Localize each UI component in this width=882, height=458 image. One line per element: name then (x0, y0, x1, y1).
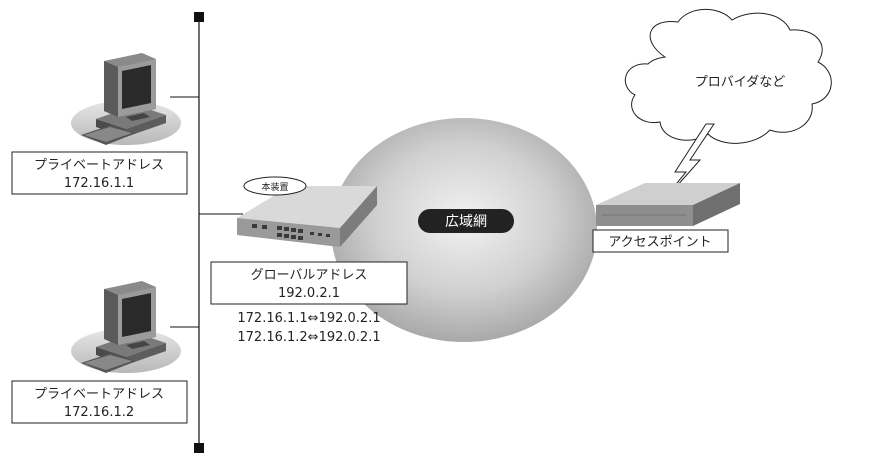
pc1-address: 172.16.1.1 (64, 176, 134, 191)
router-label-box (210, 261, 408, 305)
pc1-label-box (11, 151, 188, 195)
router-address: 192.0.2.1 (278, 286, 340, 301)
router-tag-bubble (243, 176, 307, 196)
router-label: グローバルアドレス (251, 268, 368, 283)
wan-label-pill (418, 209, 514, 233)
pc2-computer-icon (71, 281, 181, 373)
access-point-label: アクセスポイント (608, 235, 711, 250)
router-icon (237, 186, 377, 247)
lan-terminator-bottom (194, 443, 204, 453)
pc2-label: プライベートアドレス (34, 387, 164, 402)
pc1-label: プライベートアドレス (34, 158, 164, 173)
lan-terminator-top (194, 12, 204, 22)
pc2-label-box (11, 380, 188, 424)
nat-mapping-2: 172.16.1.2⇔192.0.2.1 (237, 330, 380, 345)
access-point-icon (596, 183, 740, 226)
pc2-address: 172.16.1.2 (64, 405, 134, 420)
wan-label: 広域網 (445, 214, 487, 230)
cloud-label: プロバイダなど (695, 75, 785, 90)
nat-mapping-1: 172.16.1.1⇔192.0.2.1 (237, 311, 380, 326)
access-point-label-box (592, 229, 729, 253)
router-tag: 本装置 (261, 181, 288, 193)
pc1-computer-icon (71, 53, 181, 145)
cloud-shape (624, 8, 832, 144)
